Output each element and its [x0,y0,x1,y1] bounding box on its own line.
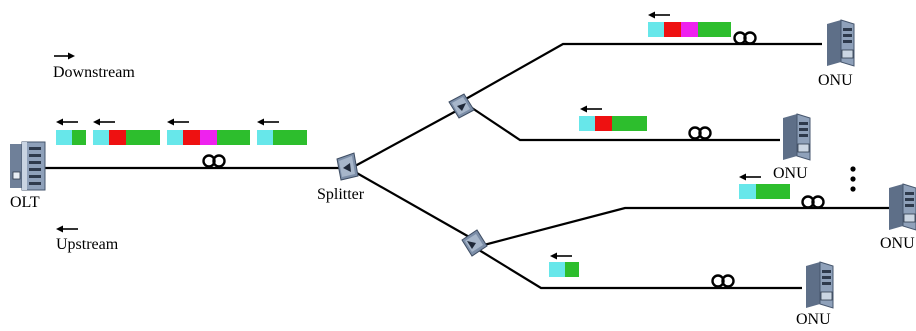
onu-3-label: ONU [880,235,915,252]
downstream-label: Downstream [53,64,135,81]
branch-1-frame [648,11,731,37]
branch-3-frame [739,173,790,199]
onu-2-tower-icon [783,113,811,161]
onu-1-tower-icon [827,19,855,67]
left-arrow-icon [257,118,279,126]
left-arrow-icon [550,252,572,260]
fiber-branch-4 [478,249,802,290]
branch-2-fiber-coil-icon [688,126,712,140]
trunk-frame-2 [93,118,160,145]
left-arrow-icon [167,118,189,126]
onu-2-label: ONU [773,165,808,182]
onu-4-label: ONU [796,311,831,326]
onu-1-label: ONU [818,72,853,89]
upstream-label: Upstream [56,236,119,253]
trunk-fiber-coil-icon [202,154,226,168]
fiber-branch-1 [463,42,822,101]
upper-splitter-icon [448,93,475,119]
branch-1-fiber-coil-icon [733,31,757,45]
onu-4-tower-icon [806,261,834,309]
left-arrow-icon [648,11,670,19]
vertical-ellipsis-icon [850,166,856,192]
onu-3-tower-icon [889,183,916,231]
splitter-label: Splitter [317,186,365,203]
branch-4-fiber-coil-icon [711,274,735,288]
olt-label: OLT [10,194,40,211]
branch-4-frame [549,252,579,277]
upstream-left-arrow-icon [56,225,78,233]
fiber-branch-3 [479,206,890,248]
lower-splitter-icon [461,229,488,257]
branch-3-fiber-coil-icon [801,195,825,209]
trunk-frame-3 [167,118,250,145]
trunk-frame-4 [257,118,307,145]
left-arrow-icon [93,118,115,126]
downstream-right-arrow-icon [54,52,75,60]
olt-rack-icon [10,141,46,191]
fiber-to-lower-splitter [354,171,472,239]
trunk-frame-1 [56,118,86,145]
branch-2-frame [579,105,647,131]
left-arrow-icon [56,118,78,126]
fiber-to-upper-splitter [354,109,459,167]
left-arrow-icon [580,105,602,113]
left-arrow-icon [739,173,761,181]
fiber-branch-2 [465,103,780,142]
splitter-icon [336,152,359,181]
